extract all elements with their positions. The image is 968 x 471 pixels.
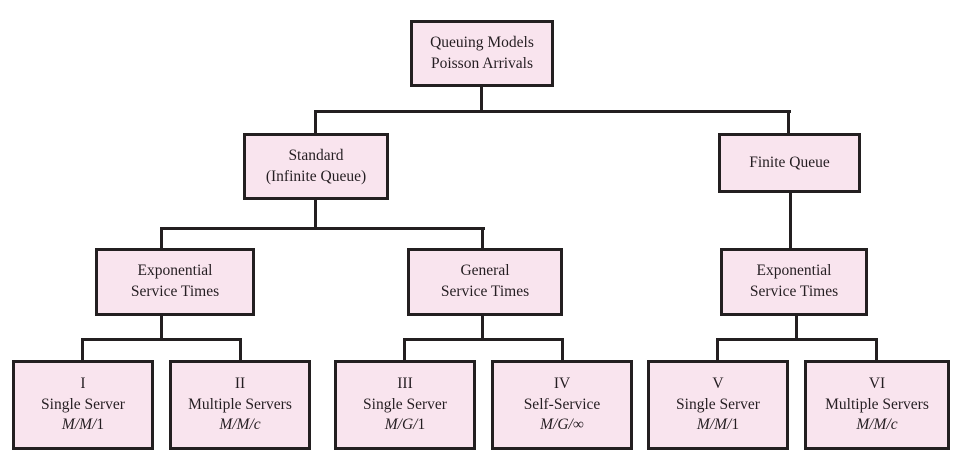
node-model-iii-single-server-mg1: III Single Server M/G/1 <box>334 360 476 450</box>
node-text-line: Exponential <box>137 262 213 280</box>
notation-italic-part: M/M/c <box>856 416 898 434</box>
connector-line <box>81 338 84 361</box>
connector-line <box>716 338 878 341</box>
model-label: Self-Service <box>523 395 601 413</box>
connector-line <box>481 227 484 250</box>
connector-line <box>160 227 163 250</box>
model-notation: M/M/1 <box>62 415 104 436</box>
notation-upright-part: 1 <box>731 416 740 434</box>
notation-upright-part: ∞ <box>572 416 584 434</box>
connector-line <box>314 110 791 113</box>
model-notation: M/M/1 <box>697 415 739 436</box>
model-label: Single Server <box>676 395 760 413</box>
connector-line <box>481 316 484 341</box>
connector-line <box>160 316 163 341</box>
node-model-i-single-server-mm1: I Single Server M/M/1 <box>12 360 154 450</box>
connector-line <box>314 110 317 135</box>
node-text-line: Finite Queue <box>749 153 830 171</box>
connector-line <box>314 200 317 230</box>
connector-line <box>81 338 242 341</box>
model-numeral: IV <box>553 374 571 392</box>
connector-line <box>403 338 406 361</box>
model-numeral: V <box>712 374 724 392</box>
model-notation: M/G/1 <box>385 415 425 436</box>
model-label: Single Server <box>363 395 447 413</box>
model-notation: M/M/c <box>856 415 897 436</box>
node-model-iv-self-service-mginf: IV Self-Service M/G/∞ <box>491 360 633 450</box>
node-model-vi-multiple-servers-mmc: VI Multiple Servers M/M/c <box>804 360 950 450</box>
model-numeral: I <box>80 374 86 392</box>
connector-line <box>787 110 790 135</box>
node-model-v-single-server-mm1: V Single Server M/M/1 <box>647 360 789 450</box>
node-queuing-models-root: Queuing Models Poisson Arrivals <box>410 20 554 87</box>
node-text-line: Service Times <box>749 283 839 300</box>
node-text-line: General <box>460 262 510 280</box>
model-label: Single Server <box>41 395 125 413</box>
model-numeral: II <box>234 374 246 392</box>
connector-line <box>403 338 564 341</box>
notation-italic-part: M/G/ <box>540 416 573 434</box>
node-model-ii-multiple-servers-mmc: II Multiple Servers M/M/c <box>169 360 311 450</box>
node-text-line: Service Times <box>440 283 530 300</box>
connector-line <box>561 338 564 361</box>
model-notation: M/G/∞ <box>540 415 584 436</box>
node-text-line: Queuing Models <box>430 33 534 51</box>
node-exponential-service-times-left: Exponential Service Times <box>95 248 255 316</box>
node-text-line: Standard <box>288 146 344 164</box>
notation-italic-part: M/G/ <box>384 416 418 434</box>
connector-line <box>480 87 483 113</box>
node-general-service-times: General Service Times <box>407 248 563 316</box>
connector-line <box>716 338 719 361</box>
node-exponential-service-times-right: Exponential Service Times <box>720 248 868 316</box>
node-standard-infinite-queue: Standard (Infinite Queue) <box>243 133 389 200</box>
connector-line <box>795 316 798 341</box>
model-numeral: III <box>397 374 413 392</box>
node-text-line: (Infinite Queue) <box>265 167 367 185</box>
model-label: Multiple Servers <box>825 395 929 413</box>
notation-italic-part: M/M/c <box>219 416 261 434</box>
connector-line <box>875 338 878 361</box>
node-text-line: Service Times <box>130 283 220 300</box>
model-notation: M/M/c <box>219 415 260 436</box>
connector-line <box>789 193 792 250</box>
model-label: Multiple Servers <box>188 395 292 413</box>
node-finite-queue: Finite Queue <box>718 133 861 193</box>
connector-line <box>160 227 485 230</box>
node-text-line: Exponential <box>756 262 832 280</box>
connector-line <box>239 338 242 361</box>
notation-upright-part: 1 <box>417 416 426 434</box>
node-text-line: Poisson Arrivals <box>430 54 534 72</box>
model-numeral: VI <box>868 374 886 392</box>
notation-upright-part: 1 <box>96 416 105 434</box>
notation-italic-part: M/M/ <box>61 416 97 434</box>
notation-italic-part: M/M/ <box>696 416 732 434</box>
